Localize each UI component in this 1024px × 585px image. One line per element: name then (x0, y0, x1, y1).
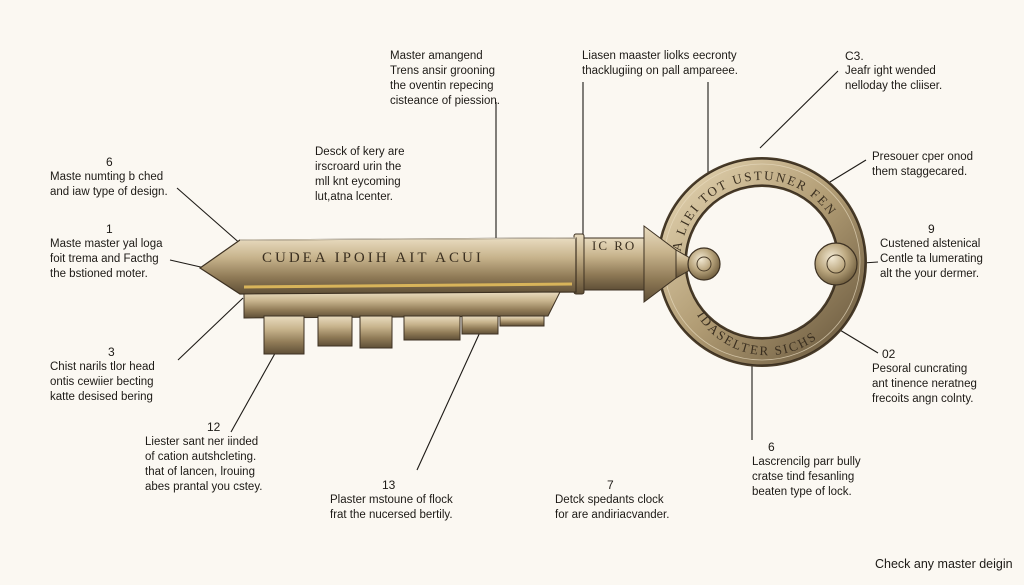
callout-line: that of lancen, lrouing (145, 466, 255, 478)
leader-left-6 (176, 187, 244, 247)
callout-left-12: 12 Liester sant ner iinded of cation aut… (145, 420, 262, 495)
callout-line: the oventin repecing (390, 80, 494, 92)
callout-line: ontis cewiier becting (50, 376, 154, 388)
callout-left-1: 1 Maste master yal loga foit trema and F… (50, 222, 163, 282)
shaft-engraving: CUDEA IPOIH AIT ACUI (262, 250, 484, 266)
callout-line: katte desised bering (50, 391, 153, 403)
callout-line: Master amangend (390, 50, 483, 62)
callout-line: Maste master yal loga (50, 238, 163, 250)
bit-tooth-1 (263, 315, 305, 355)
callout-line: alt the your dermer. (880, 268, 980, 280)
callout-number: 9 (928, 222, 935, 236)
callout-line: of cation autshcleting. (145, 451, 257, 463)
callout-line: Maste numting b ched (50, 171, 164, 183)
key-bit (243, 291, 561, 355)
callout-line: cratse tind fesanling (752, 471, 855, 483)
leader-left-12 (230, 347, 279, 433)
callout-line: Jeafr ight wended (845, 65, 936, 77)
callout-line: Desck of kery are (315, 146, 405, 158)
callout-line: nelloday the cliiser. (845, 80, 943, 92)
leader-right-upper (824, 159, 867, 186)
callout-line: Custened alstenical (880, 238, 981, 250)
leader-top-right (759, 70, 839, 149)
key-shaft (198, 237, 577, 295)
callout-line: cisteance of piession. (390, 95, 500, 107)
callout-line: thacklugiing on pall ampareee. (582, 65, 738, 77)
bit-tooth-6 (499, 315, 545, 327)
callout-line: Liester sant ner iinded (145, 436, 259, 448)
callout-number: 12 (207, 420, 221, 434)
callout-number: 3 (108, 345, 115, 359)
callout-line: for are andiriacvander. (555, 509, 670, 521)
bow-knob-center (826, 254, 846, 274)
callout-top-center: Liasen maaster liolks eecronty thacklugi… (582, 49, 738, 79)
callout-bottom-13: 13 Plaster mstoune of flock frat the nuc… (330, 478, 453, 523)
callout-line: Lascrencilg parr bully (752, 456, 861, 468)
callout-number: 1 (106, 222, 113, 236)
callout-line: ant tinence neratneg (872, 378, 977, 390)
callout-mid-key: Desck of kery are irscroard urin the mll… (315, 145, 404, 205)
leader-left-3 (177, 297, 244, 361)
callout-number: 7 (607, 478, 614, 492)
collar-engraving: IC RO (592, 238, 636, 253)
bit-tooth-5 (461, 315, 499, 335)
callout-line: the bstioned moter. (50, 268, 148, 280)
callout-right-upper: Presouer cper onod them staggecared. (872, 150, 973, 180)
callout-number: 6 (106, 155, 113, 169)
callout-left-6: 6 Maste numting b ched and iaw type of d… (50, 155, 168, 200)
callout-line: foit trema and Facthg (50, 253, 159, 265)
footer-caption: Check any master deigin (875, 557, 1013, 571)
callout-line: beaten type of lock. (752, 486, 852, 498)
callout-number: 02 (882, 347, 896, 361)
callout-line: and iaw type of design. (50, 186, 168, 198)
callout-line: Centle ta lumerating (880, 253, 983, 265)
callout-right-02: 02 Pesoral cuncrating ant tinence neratn… (872, 347, 977, 407)
callout-line: frecoits angn colnty. (872, 393, 974, 405)
callout-line: abes prantal you cstey. (145, 481, 263, 493)
callout-number: C3. (845, 49, 864, 63)
callout-bottom-right-6: 6 Lascrencilg parr bully cratse tind fes… (752, 440, 861, 500)
callout-line: irscroard urin the (315, 161, 402, 173)
callout-top-left-mid: Master amangend Trens ansir grooning the… (390, 49, 500, 109)
bow-knob (814, 242, 858, 286)
callout-line: Presouer cper onod (872, 151, 974, 163)
callout-line: Chist narils tlor head (50, 361, 155, 373)
callout-line: mll knt eycoming (315, 176, 401, 188)
leader-lines (169, 70, 879, 471)
callout-top-right: C3. Jeafr ight wended nelloday the cliis… (845, 49, 942, 94)
bit-tooth-4 (403, 315, 461, 341)
callout-line: Liasen maaster liolks eecronty (582, 50, 737, 62)
callout-line: Detck spedants clock (555, 494, 664, 506)
callout-line: Pesoral cuncrating (872, 363, 968, 375)
callout-bottom-7: 7 Detck spedants clock for are andiriacv… (555, 478, 669, 523)
callout-line: lut,atna lcenter. (315, 191, 393, 203)
callout-left-3: 3 Chist narils tlor head ontis cewiier b… (50, 345, 155, 405)
callout-line: them staggecared. (872, 166, 968, 178)
callout-number: 6 (768, 440, 775, 454)
callout-line: frat the nucersed bertily. (330, 509, 453, 521)
bit-tooth-3 (359, 315, 393, 349)
callout-line: Plaster mstoune of flock (330, 494, 453, 506)
bit-tooth-2 (317, 315, 353, 347)
callout-number: 13 (382, 478, 396, 492)
callout-line: Trens ansir grooning (390, 65, 496, 77)
callout-right-9: 9 Custened alstenical Centle ta lumerati… (880, 222, 983, 282)
leader-left-1 (169, 259, 206, 269)
leader-bottom-13 (416, 329, 482, 471)
